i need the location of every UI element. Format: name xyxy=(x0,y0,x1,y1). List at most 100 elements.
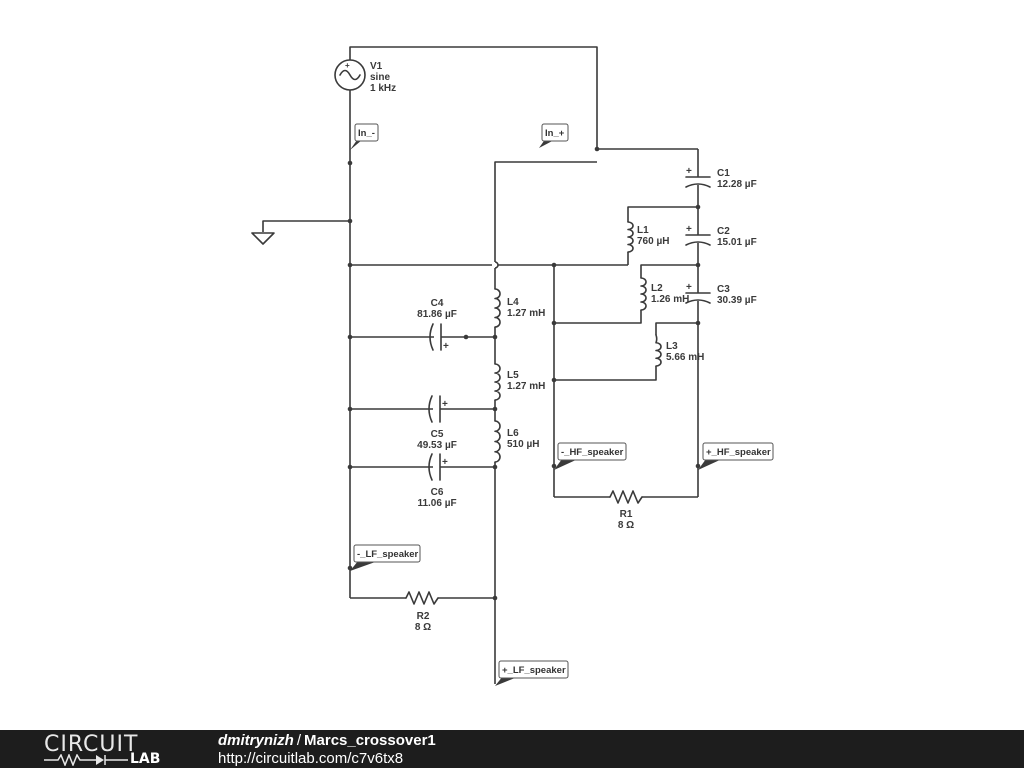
v1-plus-mark: + xyxy=(345,61,350,70)
net-label-box xyxy=(353,544,421,563)
inductor-l1[interactable]: L1 760 µH xyxy=(627,221,669,253)
capacitor-plate-curved xyxy=(428,395,433,423)
inductor-l5[interactable]: L5 1.27 mH xyxy=(494,363,545,401)
capacitor-c5[interactable]: + C5 49.53 µF xyxy=(417,395,457,451)
net-label-text: In_+ xyxy=(545,128,565,139)
circuit-title: dmitrynizh/Marcs_crossover1 xyxy=(218,732,436,749)
resistor-zigzag xyxy=(609,490,643,504)
junction-dot xyxy=(551,377,557,383)
c2-value: 15.01 µF xyxy=(717,237,757,248)
wire-crossover-hop xyxy=(494,261,499,269)
inductor-l3[interactable]: L3 5.66 mH xyxy=(655,334,704,367)
c5-name: C5 xyxy=(431,429,444,440)
inductor-coil xyxy=(627,221,634,253)
junction-dot xyxy=(695,320,701,326)
inductor-l6[interactable]: L6 510 µH xyxy=(494,420,539,463)
net-label-box xyxy=(498,660,569,679)
net-label-hf-minus[interactable]: -_HF_speaker xyxy=(554,442,627,470)
l1-value: 760 µH xyxy=(637,236,669,247)
net-label-in-minus[interactable]: In_- xyxy=(350,123,379,150)
junction-dot xyxy=(594,146,600,152)
c4-plus-mark: + xyxy=(443,341,449,352)
l3-value: 5.66 mH xyxy=(666,352,704,363)
net-label-box xyxy=(541,123,569,142)
junction-dot xyxy=(347,262,353,268)
junction-dot xyxy=(347,334,353,340)
l4-value: 1.27 mH xyxy=(507,308,545,319)
junction-dot xyxy=(551,262,557,268)
capacitor-c4[interactable]: + C4 81.86 µF xyxy=(417,298,457,352)
junction-dot xyxy=(347,160,353,166)
junction-dot xyxy=(492,406,498,412)
capacitor-plate-curved xyxy=(428,453,433,481)
c6-name: C6 xyxy=(431,487,444,498)
junction-dot xyxy=(347,565,353,571)
ground-symbol[interactable] xyxy=(251,232,275,245)
resistor-r2[interactable]: R2 8 Ω xyxy=(405,591,439,633)
c4-value: 81.86 µF xyxy=(417,309,457,320)
v1-type: sine xyxy=(370,72,390,83)
capacitor-plate-curved xyxy=(685,299,711,304)
l2-value: 1.26 mH xyxy=(651,294,689,305)
v1-value: 1 kHz xyxy=(370,83,396,94)
inductor-coil xyxy=(494,420,501,463)
c3-plus-mark: + xyxy=(686,282,692,293)
capacitor-c1[interactable]: + C1 12.28 µF xyxy=(685,166,757,190)
junction-dot xyxy=(347,464,353,470)
circuit-url[interactable]: http://circuitlab.com/c7v6tx8 xyxy=(218,750,404,767)
net-label-hf-plus[interactable]: +_HF_speaker xyxy=(698,442,774,470)
inductor-coil xyxy=(494,363,501,401)
logo-text-bottom: LAB xyxy=(130,751,161,767)
junction-dot xyxy=(551,320,557,326)
l6-name: L6 xyxy=(507,428,519,439)
c2-name: C2 xyxy=(717,226,730,237)
net-label-lf-minus[interactable]: -_LF_speaker xyxy=(350,544,421,571)
footer-bar: CIRCUIT LAB dmitrynizh/Marcs_crossover1 … xyxy=(0,730,1024,768)
source-v1[interactable]: + V1 sine 1 kHz xyxy=(334,59,396,94)
net-label-lf-plus[interactable]: +_LF_speaker xyxy=(495,660,569,686)
capacitor-c3[interactable]: + C3 30.39 µF xyxy=(685,282,757,306)
l5-value: 1.27 mH xyxy=(507,381,545,392)
v1-name: V1 xyxy=(370,61,383,72)
inductor-l2[interactable]: L2 1.26 mH xyxy=(640,277,689,311)
capacitor-c6[interactable]: + C6 11.06 µF xyxy=(417,453,457,509)
junction-dot xyxy=(695,262,701,268)
net-label-text: In_- xyxy=(358,128,375,139)
net-flag-icon xyxy=(350,140,362,150)
l4-name: L4 xyxy=(507,297,519,308)
l2-name: L2 xyxy=(651,283,663,294)
circuit-schematic: + V1 sine 1 kHz + C1 12.28 µF + C2 15.01… xyxy=(251,46,774,686)
junction-dot xyxy=(492,334,498,340)
net-label-text: +_LF_speaker xyxy=(502,665,566,676)
l3-name: L3 xyxy=(666,341,678,352)
sine-source-icon xyxy=(334,59,366,91)
logo-text-top: CIRCUIT xyxy=(44,732,139,757)
resistor-r1[interactable]: R1 8 Ω xyxy=(609,490,643,531)
r1-value: 8 Ω xyxy=(618,520,634,531)
net-flag-icon xyxy=(350,561,378,571)
capacitor-c2[interactable]: + C2 15.01 µF xyxy=(685,224,757,248)
junction-dot xyxy=(463,334,469,340)
wire-l1-top xyxy=(627,206,698,222)
wire-l2-bottom xyxy=(554,310,642,324)
r1-name: R1 xyxy=(620,509,633,520)
wire-l2-top xyxy=(640,264,698,278)
c5-plus-mark: + xyxy=(442,399,448,410)
circuitlab-logo[interactable]: CIRCUIT LAB xyxy=(44,732,194,767)
c5-value: 49.53 µF xyxy=(417,440,457,451)
wires xyxy=(262,46,699,684)
l6-value: 510 µH xyxy=(507,439,539,450)
c1-plus-mark: + xyxy=(686,166,692,177)
logo-circuit-icon xyxy=(44,754,128,766)
junction-dot xyxy=(347,406,353,412)
junction-dot xyxy=(492,464,498,470)
circuit-name[interactable]: Marcs_crossover1 xyxy=(304,732,436,749)
inductor-l4[interactable]: L4 1.27 mH xyxy=(494,288,545,328)
author-link[interactable]: dmitrynizh xyxy=(218,732,294,749)
junction-dot xyxy=(551,463,557,469)
net-label-in-plus[interactable]: In_+ xyxy=(539,123,569,148)
c1-value: 12.28 µF xyxy=(717,179,757,190)
wire-l3-bottom xyxy=(554,366,657,381)
c1-name: C1 xyxy=(717,168,730,179)
l1-name: L1 xyxy=(637,225,649,236)
